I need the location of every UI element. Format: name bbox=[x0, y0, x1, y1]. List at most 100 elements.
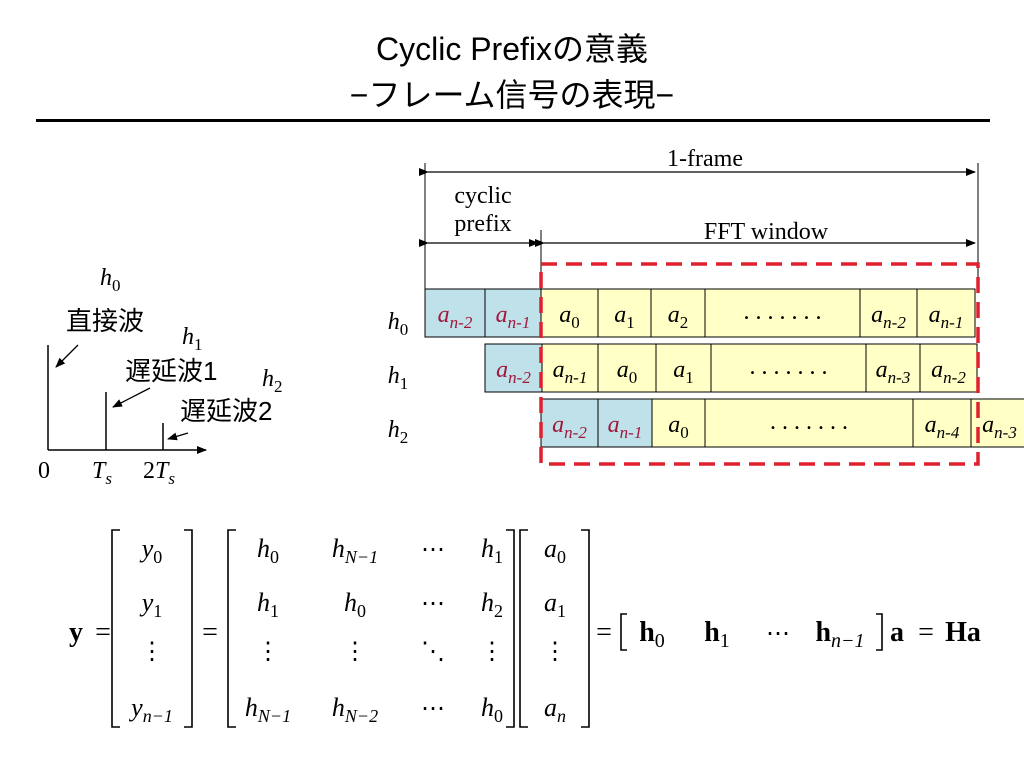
row-label-h0: h0 bbox=[388, 309, 409, 339]
h-mat-dots: ⋮ bbox=[480, 639, 504, 665]
h-mat-dots: ⋮ bbox=[256, 639, 280, 665]
symbol-a-1: a1 bbox=[673, 357, 694, 387]
data-cell bbox=[704, 288, 861, 338]
data-cell bbox=[859, 288, 918, 338]
h-mat-dots: ⋱ bbox=[421, 639, 445, 665]
data-cell bbox=[916, 288, 976, 338]
h0-label: h0 bbox=[100, 265, 121, 295]
cp-cell bbox=[540, 398, 599, 448]
data-cell bbox=[865, 343, 921, 393]
ellipsis-cell-text: . . . . . . . bbox=[744, 299, 822, 325]
lhs-y: y bbox=[69, 617, 83, 648]
h-mat-dots: ⋯ bbox=[421, 696, 445, 722]
symbol-a-0: a0 bbox=[617, 357, 638, 387]
a-vec-entry: a1 bbox=[544, 588, 566, 621]
h-mat-right-bracket bbox=[506, 529, 515, 728]
data-cell bbox=[597, 288, 652, 338]
data-cell bbox=[650, 288, 706, 338]
data-cell bbox=[597, 343, 657, 393]
data-cell bbox=[541, 343, 599, 393]
row-vec-entry: hn−1 bbox=[815, 617, 864, 652]
y-vec-entry: y1 bbox=[139, 588, 163, 621]
row-vec-dots: ⋯ bbox=[766, 621, 790, 647]
symbol-a-n-1: an-1 bbox=[553, 357, 588, 387]
h-mat-entry: hN−2 bbox=[332, 693, 378, 726]
row-vec-right-bracket bbox=[876, 613, 883, 651]
symbol-a-0: a0 bbox=[559, 302, 580, 332]
cyclic-prefix-label-2: prefix bbox=[454, 211, 511, 237]
symbol-a-n-1: an-1 bbox=[608, 412, 643, 442]
symbol-a-n-4: an-4 bbox=[925, 412, 960, 442]
y-vec-right-bracket bbox=[184, 529, 193, 728]
equals-2: = bbox=[202, 617, 218, 648]
a-vec-vdots: ⋮ bbox=[543, 639, 567, 665]
data-cell bbox=[912, 398, 972, 448]
direct-wave-label: 直接波 bbox=[66, 306, 144, 336]
h-mat-entry: h0 bbox=[257, 534, 279, 567]
a-vec-entry: a0 bbox=[544, 534, 566, 567]
y-vec-left-bracket bbox=[111, 529, 120, 728]
a-vec-entry: an bbox=[544, 693, 566, 726]
y-vec-vdots: ⋮ bbox=[140, 639, 164, 665]
pointer-delay2 bbox=[167, 432, 189, 441]
data-cell bbox=[970, 398, 1024, 448]
h-mat-entry: h0 bbox=[481, 693, 503, 726]
channel-response: h0 直接波 h1 遅延波1 h2 遅延波2 0 Ts 2Ts bbox=[38, 265, 283, 488]
data-cell bbox=[919, 343, 978, 393]
symbol-a-n-1: an-1 bbox=[496, 302, 531, 332]
h-mat-entry: h1 bbox=[481, 534, 503, 567]
rhs-Ha: Ha bbox=[945, 617, 981, 648]
symbol-a-n-1: an-1 bbox=[929, 302, 964, 332]
equals-1: = bbox=[95, 617, 111, 648]
axis-2ts: 2Ts bbox=[143, 458, 175, 488]
h-mat-entry: h0 bbox=[344, 588, 366, 621]
row-vec-left-bracket bbox=[620, 613, 627, 651]
cp-cell bbox=[424, 288, 486, 338]
equals-4: = bbox=[918, 617, 934, 648]
slide-title: Cyclic Prefixの意義 bbox=[375, 31, 649, 67]
h-mat-entry: h1 bbox=[257, 588, 279, 621]
axis-zero: 0 bbox=[38, 458, 50, 484]
symbol-a-n-2: an-2 bbox=[496, 357, 531, 387]
data-cell bbox=[710, 343, 867, 393]
h1-label: h1 bbox=[182, 324, 203, 354]
rhs-a: a bbox=[890, 617, 904, 648]
pointer-delay1 bbox=[112, 387, 151, 408]
data-cell bbox=[651, 398, 706, 448]
h-mat-entry: hN−1 bbox=[245, 693, 291, 726]
symbol-a-n-3: an-3 bbox=[982, 412, 1017, 442]
row-label-h1: h1 bbox=[388, 363, 409, 393]
h-mat-entry: hN−1 bbox=[332, 534, 378, 567]
h-mat-left-bracket bbox=[227, 529, 236, 728]
row-vec-entry: h1 bbox=[704, 617, 730, 652]
delay-wave2-label: 遅延波2 bbox=[180, 396, 272, 426]
h-mat-dots: ⋮ bbox=[343, 639, 367, 665]
fft-window-box bbox=[539, 262, 980, 466]
h-mat-entry: h2 bbox=[481, 588, 503, 621]
y-vec-entry: yn−1 bbox=[128, 693, 173, 726]
ellipsis-cell-text: . . . . . . . bbox=[770, 409, 848, 435]
h-mat-dots: ⋯ bbox=[421, 537, 445, 563]
ellipsis-cell-text: . . . . . . . bbox=[750, 354, 828, 380]
slide-subtitle: −フレーム信号の表現− bbox=[349, 77, 675, 113]
data-cell bbox=[704, 398, 914, 448]
fft-window-label: FFT window bbox=[704, 219, 829, 245]
h2-label: h2 bbox=[262, 366, 283, 396]
row-vec-entry: h0 bbox=[639, 617, 665, 652]
title-divider bbox=[36, 119, 990, 122]
symbol-a-n-2: an-2 bbox=[871, 302, 906, 332]
symbol-a-1: a1 bbox=[614, 302, 635, 332]
cp-cell bbox=[484, 343, 543, 393]
symbol-a-n-2: an-2 bbox=[438, 302, 473, 332]
row-label-h2: h2 bbox=[388, 417, 409, 447]
symbol-a-n-2: an-2 bbox=[552, 412, 587, 442]
y-vec-entry: y0 bbox=[139, 534, 163, 567]
a-vec-right-bracket bbox=[581, 529, 590, 728]
symbol-a-n-3: an-3 bbox=[876, 357, 911, 387]
